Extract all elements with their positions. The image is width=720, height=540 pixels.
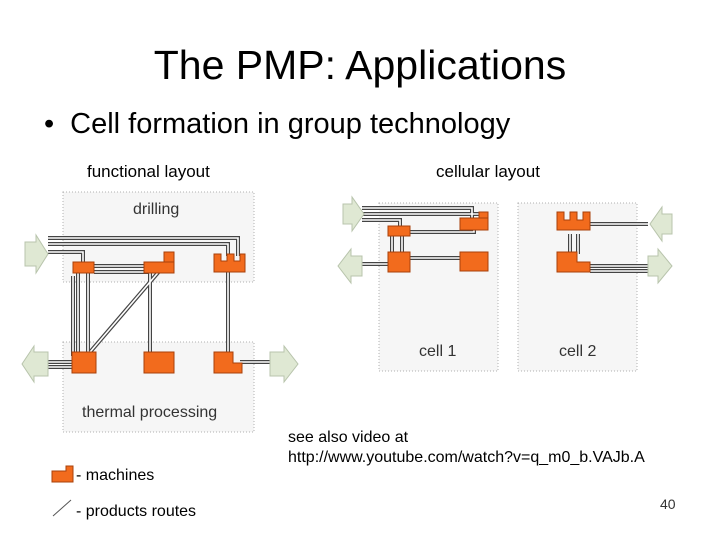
functional-routes (48, 236, 270, 369)
legend-route-icon (52, 499, 72, 517)
cell2-machine-thermal-3 (556, 251, 591, 273)
cell-2-label: cell 2 (559, 343, 596, 360)
cell1-machine-thermal-2 (459, 251, 489, 272)
output-arrow-left-icon (21, 344, 49, 384)
thermal-processing-label: thermal processing (82, 404, 217, 421)
drilling-label: drilling (133, 201, 179, 218)
video-note: see also video at http://www.youtube.com… (288, 428, 645, 468)
video-link[interactable]: http://www.youtube.com/watch?v=q_m0_b.VA… (288, 449, 645, 466)
functional-layout-caption: functional layout (87, 162, 210, 181)
cell1-machine-drill-1 (387, 225, 411, 237)
bullet-dot-icon: • (44, 108, 55, 140)
cellular-layout-caption: cellular layout (436, 162, 540, 181)
machine-thermal-1 (71, 351, 97, 374)
video-note-text: see also video at (288, 429, 409, 446)
cell1-input-arrow-icon (342, 195, 365, 233)
cell1-output-arrow-icon (337, 247, 363, 285)
cell1-machine-drill-2 (459, 211, 489, 231)
machine-drill-2 (143, 251, 175, 274)
cell2-input-arrow-icon (649, 205, 673, 243)
cellular-layout: cell 1 cell 2 (337, 195, 673, 372)
functional-layout: drilling thermal processing (21, 191, 299, 433)
cellular-machines (387, 211, 591, 273)
output-arrow-right-icon (269, 344, 299, 384)
cell-2-box (517, 202, 638, 372)
machine-thermal-3 (213, 351, 243, 374)
legend-machines-label: - machines (76, 467, 155, 484)
cellular-arrows (337, 195, 673, 285)
bullet-item: • Cell formation in group technology (44, 108, 510, 141)
functional-arrows (21, 233, 299, 384)
input-arrow-icon (24, 233, 49, 275)
functional-machines (71, 251, 246, 374)
cell-1-label: cell 1 (419, 343, 456, 360)
machine-drill-3 (213, 253, 246, 273)
legend-machine-icon (51, 465, 74, 483)
page-number: 40 (660, 496, 676, 512)
slide-title: The PMP: Applications (153, 42, 567, 88)
legend-routes-label: - products routes (76, 503, 197, 520)
cell2-machine-drill-3 (556, 211, 591, 231)
machine-thermal-2 (143, 351, 175, 374)
machine-drill-1 (72, 261, 95, 274)
bullet-text: Cell formation in group technology (70, 108, 511, 140)
cell1-machine-thermal-1 (387, 251, 411, 273)
legend-icons (51, 465, 74, 517)
cell2-output-arrow-icon (647, 247, 673, 285)
